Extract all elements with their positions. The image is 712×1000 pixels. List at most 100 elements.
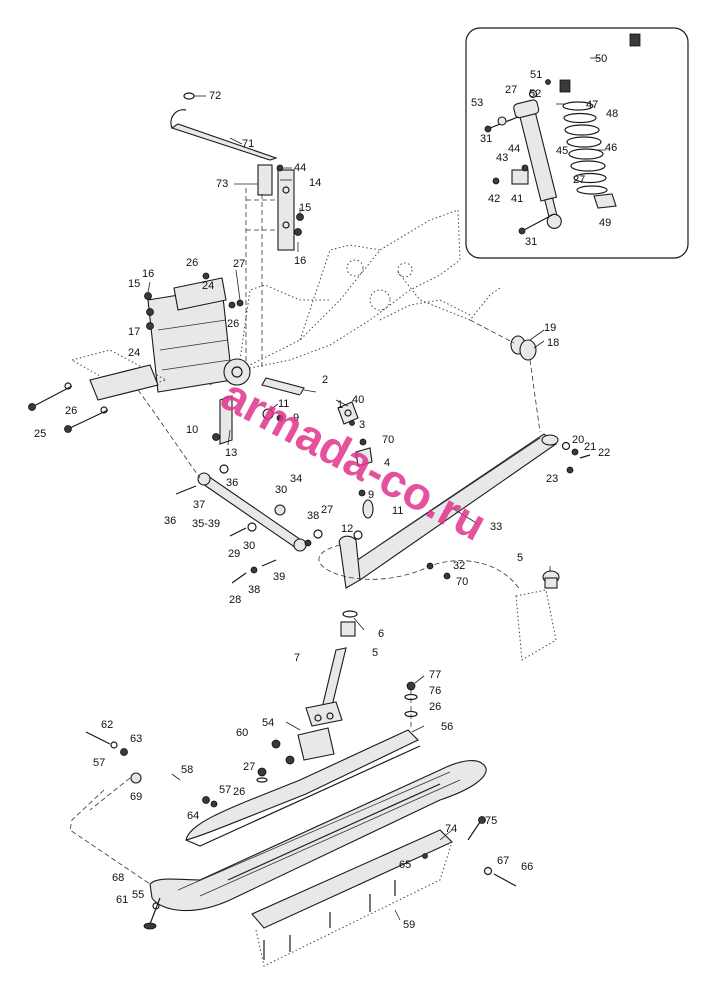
callout-label: 24 — [202, 280, 214, 292]
washer-6 — [342, 610, 358, 618]
nut-27 — [313, 529, 323, 539]
shock-top-eye — [513, 99, 540, 119]
nut-60 — [271, 739, 281, 749]
bolt-28 — [231, 572, 247, 584]
callout-label: 29 — [228, 548, 240, 560]
callout-label: 35-39 — [192, 518, 220, 530]
bolt-16 — [144, 292, 152, 300]
callout-label: 64 — [187, 810, 199, 822]
nut-52 — [528, 89, 538, 99]
callout-label: 27 — [573, 174, 585, 186]
callout-label: 10 — [186, 424, 198, 436]
callout-label: 16 — [294, 255, 306, 267]
callout-label: 72 — [209, 90, 221, 102]
callout-label: 31 — [480, 133, 492, 145]
grip-72 — [183, 92, 195, 100]
spindle-shaft — [321, 647, 347, 709]
washer-23 — [566, 466, 574, 474]
washer-26 — [256, 777, 268, 783]
callout-label: 74 — [445, 823, 457, 835]
hose-fitting — [629, 33, 641, 47]
callout-label: 14 — [309, 177, 321, 189]
callout-label: 18 — [547, 337, 559, 349]
left-bracket — [28, 349, 168, 433]
washer-55 — [152, 902, 160, 910]
callout-label: 37 — [193, 499, 205, 511]
callout-label: 38 — [248, 584, 260, 596]
nut-77 — [406, 681, 416, 691]
washer-12 — [353, 530, 363, 540]
callout-label: 62 — [101, 719, 113, 731]
callout-label: 4 — [384, 457, 390, 469]
rod-end-11a — [262, 408, 274, 420]
callout-label: 59 — [403, 919, 415, 931]
bolt-61 — [149, 897, 161, 925]
sleeve-39 — [261, 559, 277, 567]
callout-label: 13 — [225, 447, 237, 459]
callout-label: 17 — [128, 326, 140, 338]
nut-44 — [276, 164, 284, 172]
steering-link — [212, 377, 374, 519]
callout-label: 38 — [307, 510, 319, 522]
washer-38a — [304, 539, 312, 547]
callout-label: 32 — [453, 560, 465, 572]
ski-upper-56 — [185, 729, 419, 841]
callout-label: 49 — [599, 217, 611, 229]
washer-20 — [561, 441, 571, 451]
callout-label: 1 — [337, 399, 343, 411]
coil-spring — [562, 101, 608, 195]
nut-9b — [358, 489, 366, 497]
nut-26a — [202, 272, 210, 280]
lower-arm — [137, 389, 323, 584]
nut-21 — [571, 448, 579, 456]
nut-70b — [443, 572, 451, 580]
mount-bracket — [515, 589, 557, 661]
callout-label: 75 — [485, 815, 497, 827]
arm-37 — [199, 475, 305, 549]
steering-arm-71 — [170, 123, 278, 161]
callout-label: 48 — [606, 108, 618, 120]
callout-label: 60 — [236, 727, 248, 739]
callout-label: 23 — [546, 473, 558, 485]
column-plate-14 — [277, 169, 295, 251]
bushing-30a — [274, 504, 286, 516]
inset-frame — [465, 27, 689, 259]
callout-label: 39 — [273, 571, 285, 583]
callout-label: 67 — [497, 855, 509, 867]
callout-label: 28 — [229, 594, 241, 606]
callout-label: 63 — [130, 733, 142, 745]
callout-label: 42 — [488, 193, 500, 205]
washer-26a — [64, 382, 72, 390]
bolt-15a — [296, 213, 304, 221]
callout-label: 73 — [216, 178, 228, 190]
callout-label: 44 — [508, 143, 520, 155]
callout-label: 27 — [321, 504, 333, 516]
washer-43 — [521, 164, 529, 172]
column-pivot — [223, 358, 251, 386]
bolt-15 — [146, 308, 154, 316]
callout-label: 58 — [181, 764, 193, 776]
pin-36 — [175, 485, 197, 495]
callout-label: 69 — [130, 791, 142, 803]
callout-label: 24 — [128, 347, 140, 359]
callout-label: 40 — [352, 394, 364, 406]
callout-label: 6 — [378, 628, 384, 640]
bushing-30b — [247, 522, 257, 532]
nut-57a — [120, 748, 128, 756]
nut-26b — [228, 301, 236, 309]
callout-label: 19 — [544, 322, 556, 334]
bolt-66 — [493, 873, 517, 887]
callout-label: 11 — [392, 505, 403, 517]
link-2 — [261, 377, 305, 396]
callout-label: 30 — [275, 484, 287, 496]
callout-label: 70 — [456, 576, 468, 588]
hose-end-fitting — [559, 79, 571, 93]
callout-label: 56 — [441, 721, 453, 733]
bolt-75 — [467, 821, 481, 841]
callout-label: 65 — [399, 859, 411, 871]
callout-label: 71 — [242, 138, 254, 150]
callout-label: 44 — [294, 162, 306, 174]
